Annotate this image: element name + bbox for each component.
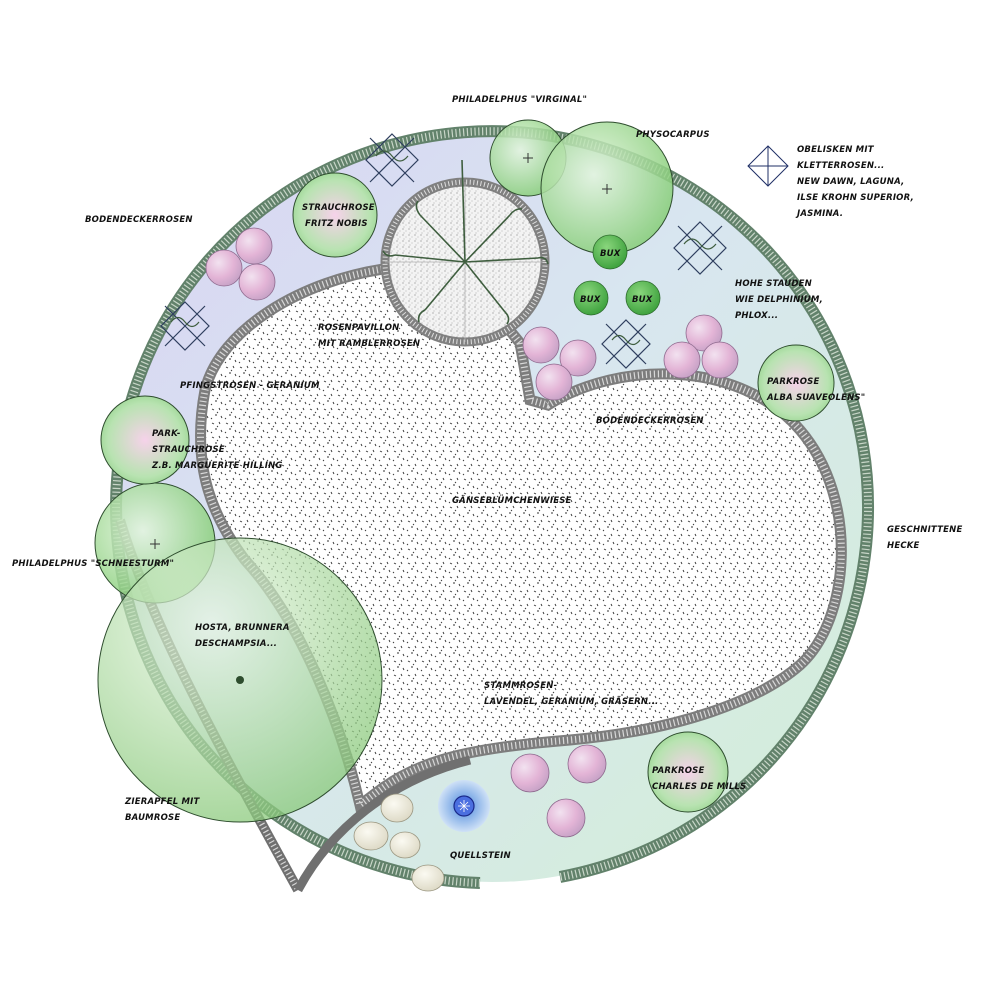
label-perennials-line1: HOHE STAUDEN (735, 279, 812, 289)
obelisk-diamond-icon (747, 145, 789, 187)
label-perennials-line3: PHLOX... (735, 311, 778, 321)
rambler-rose-vines-icon (382, 159, 549, 325)
label-crabapple-line1: ZIERAPFEL MIT (124, 797, 200, 807)
label-hosta-line2: DESCHAMPSIA... (195, 639, 277, 649)
label-hedge-line1: GESCHNITTENE (887, 525, 962, 535)
tree-zierapfel (97, 537, 383, 823)
label-perennials-line2: WIE DELPHINIUM, (735, 295, 823, 305)
label-obelisk-line4: ILSE KROHN SUPERIOR, (797, 193, 914, 203)
park-rose-charles (647, 731, 729, 813)
label-park-rose-charles-line2: CHARLES DE MILLS (652, 782, 746, 792)
label-hedge-line2: HECKE (887, 541, 920, 551)
label-bux-3: BUX (632, 295, 653, 305)
label-park-shrub-rose-line2: STRAUCHROSE (152, 445, 225, 455)
label-park-rose-alba-line2: ALBA SUAVEOLENS" (766, 393, 865, 403)
label-philadelphus-schneesturm: PHILADELPHUS "SCHNEESTURM" (12, 559, 174, 569)
label-obelisk-line3: NEW DAWN, LAGUNA, (797, 177, 904, 187)
park-rose-alba (757, 344, 835, 422)
label-park-shrub-rose-line1: PARK- (152, 429, 181, 439)
tree-center-cross-icon (602, 184, 612, 194)
label-crabapple-line2: BAUMROSE (125, 813, 180, 823)
label-philadelphus-virginal: PHILADELPHUS "VIRGINAL" (452, 95, 587, 105)
label-spring-stone: QUELLSTEIN (450, 851, 511, 861)
label-shrub-rose-line1: STRAUCHROSE (302, 203, 375, 213)
label-peonies: PFINGSTROSEN - GERANIUM (180, 381, 320, 391)
obelisk-icons (160, 133, 727, 369)
label-park-shrub-rose-line3: Z.B. MARGUERITE HILLING (151, 461, 283, 471)
tree-center-cross-icon (523, 153, 533, 163)
label-obelisk-line2: KLETTERROSEN... (797, 161, 884, 171)
label-hosta-line1: HOSTA, BRUNNERA (195, 623, 290, 633)
rose-plants (205, 227, 739, 838)
label-bux-1: BUX (600, 249, 621, 259)
label-standard-roses-line1: STAMMROSEN- (484, 681, 558, 691)
label-ground-cover-roses-mid: BODENDECKERROSEN (596, 416, 704, 426)
label-rose-pavilion-line1: ROSENPAVILLON (318, 323, 399, 333)
label-bux-2: BUX (580, 295, 601, 305)
bux-plants (573, 234, 661, 316)
shrub-rose-fritz-nobis (292, 172, 378, 258)
label-shrub-rose-line2: FRITZ NOBIS (305, 219, 368, 229)
tree-center-cross-icon (150, 539, 160, 549)
tree-physocarpus (540, 121, 674, 255)
plan-labels: PHILADELPHUS "VIRGINAL" PHYSOCARPUS OBEL… (12, 95, 962, 861)
spring-stone-icon (438, 780, 490, 832)
shrub-rose-marguerite-hilling (100, 395, 190, 485)
label-obelisk-line1: OBELISKEN MIT (797, 145, 875, 155)
label-obelisk-line5: JASMINA. (795, 209, 843, 219)
label-ground-cover-roses-top: BODENDECKERROSEN (85, 215, 193, 225)
label-daisy-lawn: GÄNSEBLÜMCHENWIESE (452, 495, 572, 506)
boulders (353, 793, 445, 892)
label-park-rose-charles-line1: PARKROSE (652, 766, 704, 776)
rose-pavilion (380, 159, 550, 347)
gravel-path-bottom (294, 755, 472, 893)
label-physocarpus: PHYSOCARPUS (636, 130, 710, 140)
label-rose-pavilion-line2: MIT RAMBLERROSEN (318, 339, 420, 349)
label-park-rose-alba-line1: PARKROSE (767, 377, 819, 387)
label-standard-roses-line2: LAVENDEL, GERANIUM, GRÄSERN... (484, 696, 659, 707)
